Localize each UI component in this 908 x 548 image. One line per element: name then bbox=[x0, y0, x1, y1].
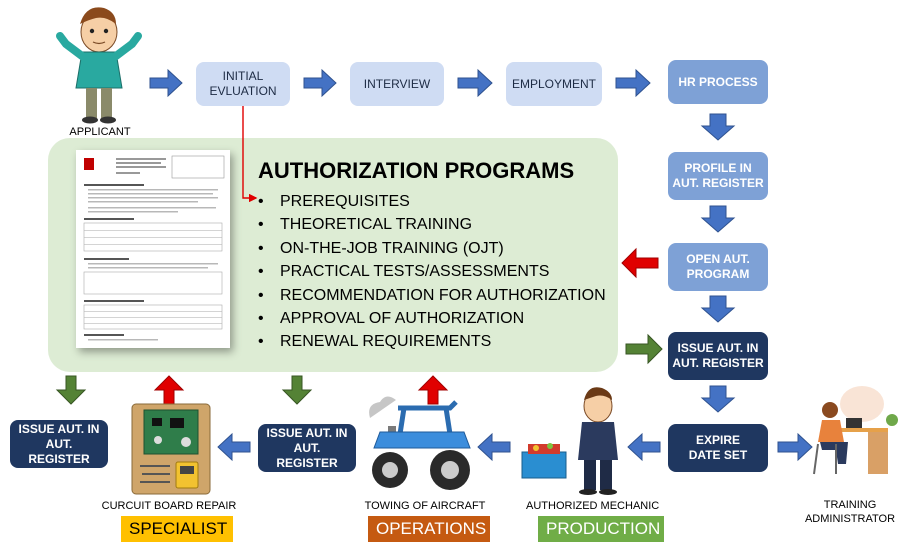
list-item: •APPROVAL OF AUTHORIZATION bbox=[258, 310, 525, 328]
arrow-down-icon bbox=[281, 375, 313, 405]
arrow-left-icon bbox=[627, 432, 661, 462]
list-item: •PRACTICAL TESTS/ASSESSMENTS bbox=[258, 263, 550, 281]
open-program-box: OPEN AUT. PROGRAM bbox=[668, 243, 768, 291]
circuit-board-icon bbox=[131, 403, 211, 495]
initial-evaluation-box: INITIAL EVLUATION bbox=[196, 62, 290, 106]
interview-box: INTERVIEW bbox=[350, 62, 444, 106]
arrow-right-icon bbox=[615, 68, 651, 98]
applicant-caption: APPLICANT bbox=[69, 126, 131, 138]
authorized-mechanic-icon bbox=[521, 387, 618, 495]
specialist-badge: SPECIALIST bbox=[121, 516, 233, 542]
arrow-left-icon bbox=[477, 432, 511, 462]
list-item: •THEORETICAL TRAINING bbox=[258, 216, 473, 234]
arrow-down-icon bbox=[55, 375, 87, 405]
arrow-down-icon bbox=[700, 113, 736, 141]
expire-date-box: EXPIRE DATE SET bbox=[668, 424, 768, 472]
authorization-programs-title: AUTHORIZATION PROGRAMS bbox=[258, 158, 575, 183]
arrow-right-icon bbox=[149, 68, 183, 98]
issue-register-box-right: ISSUE AUT. IN AUT. REGISTER bbox=[668, 332, 768, 380]
profile-in-register-box: PROFILE IN AUT. REGISTER bbox=[668, 152, 768, 200]
operations-badge: OPERATIONS bbox=[368, 516, 490, 542]
towing-caption: TOWING OF AIRCRAFT bbox=[364, 500, 486, 512]
applicant-icon bbox=[56, 7, 142, 124]
arrow-down-icon bbox=[700, 385, 736, 413]
arrow-down-icon bbox=[700, 295, 736, 323]
arrow-right-icon bbox=[303, 68, 337, 98]
circuit-board-caption: CURCUIT BOARD REPAIR bbox=[101, 500, 237, 512]
issue-register-box-middle: ISSUE AUT. IN AUT. REGISTER bbox=[258, 424, 356, 472]
authorization-document-thumbnail bbox=[76, 150, 230, 348]
list-item: •RENEWAL REQUIREMENTS bbox=[258, 333, 492, 351]
production-badge: PRODUCTION bbox=[538, 516, 664, 542]
list-item: •RECOMMENDATION FOR AUTHORIZATION bbox=[258, 286, 606, 304]
employment-box: EMPLOYMENT bbox=[506, 62, 602, 106]
issue-register-box-left: ISSUE AUT. IN AUT. REGISTER bbox=[10, 420, 108, 468]
list-item: •ON-THE-JOB TRAINING (OJT) bbox=[258, 239, 504, 257]
arrow-right-icon bbox=[457, 68, 493, 98]
tractor-icon bbox=[369, 396, 471, 490]
authorized-mechanic-caption: AUTHORIZED MECHANIC bbox=[526, 500, 660, 512]
arrow-right-icon bbox=[777, 432, 813, 462]
training-administrator-icon bbox=[813, 386, 898, 475]
arrow-down-icon bbox=[700, 205, 736, 233]
arrow-up-icon bbox=[417, 375, 449, 405]
arrow-up-icon bbox=[153, 375, 185, 405]
list-item: •PREREQUISITES bbox=[258, 193, 410, 210]
arrow-left-icon bbox=[217, 432, 251, 462]
training-administrator-caption: TRAINING ADMINISTRATOR bbox=[804, 499, 896, 525]
authorization-programs-list: •PREREQUISITES •THEORETICAL TRAINING •ON… bbox=[258, 190, 606, 354]
connector-line bbox=[242, 106, 258, 203]
hr-process-box: HR PROCESS bbox=[668, 60, 768, 104]
arrow-left-icon bbox=[621, 247, 659, 279]
arrow-right-icon bbox=[625, 333, 663, 365]
